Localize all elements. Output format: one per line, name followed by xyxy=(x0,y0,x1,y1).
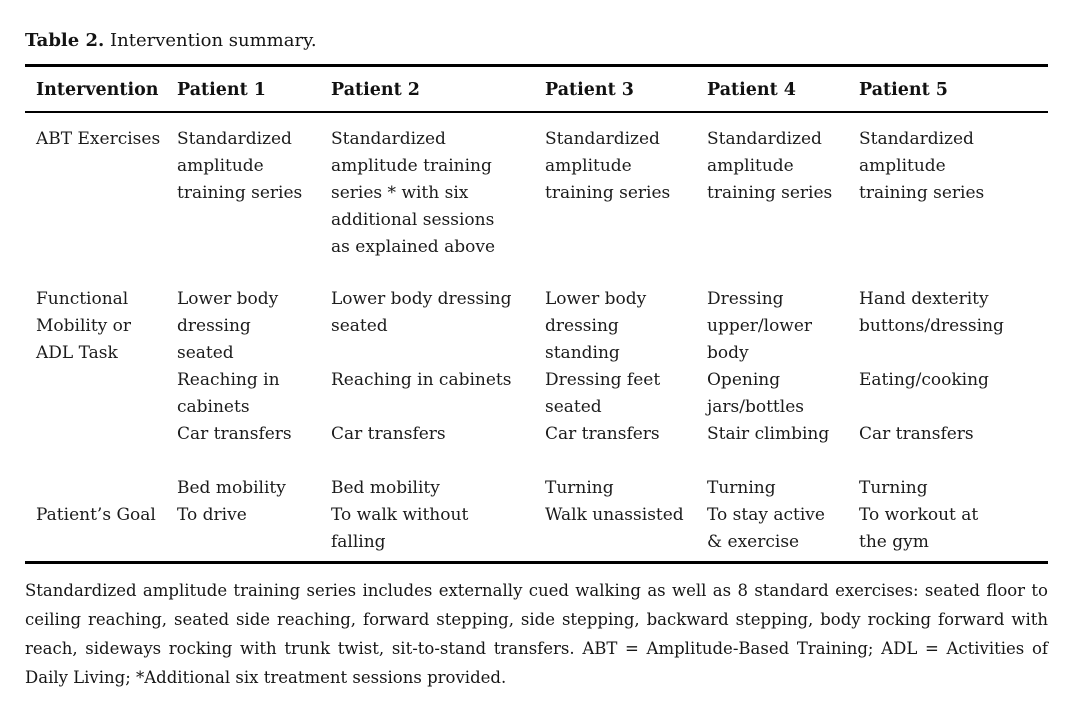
cell-task3-patient-2: Car transfers xyxy=(331,424,446,444)
cell-task4-patient-1: Bed mobility xyxy=(177,478,286,498)
col-header-patient-4: Patient 4 xyxy=(707,65,859,113)
cell-task4-patient-3: Turning xyxy=(545,478,614,498)
cell-task2-patient-4: Opening jars/bottles xyxy=(707,370,804,417)
row-label-patients-goal: Patient’s Goal xyxy=(36,505,156,525)
intervention-summary-table: Intervention Patient 1 Patient 2 Patient… xyxy=(25,64,1048,564)
table-footnote: Standardized amplitude training series i… xyxy=(25,580,1048,687)
cell-abt-patient-2: Standardized amplitude training series *… xyxy=(331,129,496,257)
cell-task3-patient-4: Stair climbing xyxy=(707,424,830,444)
row-functional-task-4: Bed mobility Bed mobility Turning Turnin… xyxy=(25,475,1048,502)
col-header-patient-1: Patient 1 xyxy=(177,65,331,113)
row-functional-task-1: Functional Mobility or ADL Task Lower bo… xyxy=(25,286,1048,367)
cell-task4-patient-4: Turning xyxy=(707,478,776,498)
cell-task1-patient-3: Lower body dressing standing xyxy=(545,289,647,363)
row-functional-task-3: Car transfers Car transfers Car transfer… xyxy=(25,421,1048,475)
caption-text: Intervention summary. xyxy=(110,30,317,51)
caption-label: Table 2. xyxy=(25,30,105,51)
table-caption: Table 2. Intervention summary. xyxy=(25,30,1048,51)
row-label-spacer xyxy=(25,421,177,475)
cell-abt-patient-1: Standardized amplitude training series xyxy=(177,129,303,203)
row-label-abt-exercises: ABT Exercises xyxy=(36,129,161,149)
row-label-spacer xyxy=(25,475,177,502)
cell-abt-patient-4: Standardized amplitude training series xyxy=(707,129,833,203)
col-header-patient-5: Patient 5 xyxy=(859,65,1048,113)
cell-goal-patient-2: To walk without falling xyxy=(331,505,469,552)
col-header-patient-3: Patient 3 xyxy=(545,65,707,113)
cell-task3-patient-5: Car transfers xyxy=(859,424,974,444)
row-label-spacer xyxy=(25,367,177,421)
col-header-patient-2: Patient 2 xyxy=(331,65,545,113)
col-header-intervention: Intervention xyxy=(25,65,177,113)
cell-task4-patient-5: Turning xyxy=(859,478,928,498)
cell-task2-patient-5: Eating/cooking xyxy=(859,370,989,390)
cell-goal-patient-3: Walk unassisted xyxy=(545,505,684,525)
header-row: Intervention Patient 1 Patient 2 Patient… xyxy=(25,65,1048,113)
row-label-functional-mobility: Functional Mobility or ADL Task xyxy=(36,289,132,363)
cell-goal-patient-5: To workout at the gym xyxy=(859,505,979,552)
cell-task2-patient-3: Dressing feet seated xyxy=(545,370,661,417)
cell-task1-patient-5: Hand dexterity buttons/dressing xyxy=(859,289,1004,336)
cell-task2-patient-2: Reaching in cabinets xyxy=(331,370,512,390)
cell-task1-patient-4: Dressing upper/lower body xyxy=(707,289,813,363)
cell-task1-patient-1: Lower body dressing seated xyxy=(177,289,279,363)
row-patients-goal: Patient’s Goal To drive To walk without … xyxy=(25,502,1048,562)
cell-task2-patient-1: Reaching in cabinets xyxy=(177,370,280,417)
cell-goal-patient-4: To stay active & exercise xyxy=(707,505,825,552)
table-block: Table 2. Intervention summary. Intervent… xyxy=(25,30,1048,687)
cell-task3-patient-1: Car transfers xyxy=(177,424,292,444)
row-functional-task-2: Reaching in cabinets Reaching in cabinet… xyxy=(25,367,1048,421)
cell-task3-patient-3: Car transfers xyxy=(545,424,660,444)
cell-abt-patient-3: Standardized amplitude training series xyxy=(545,129,671,203)
cell-goal-patient-1: To drive xyxy=(177,505,247,525)
cell-abt-patient-5: Standardized amplitude training series xyxy=(859,129,985,203)
cell-task4-patient-2: Bed mobility xyxy=(331,478,440,498)
cell-task1-patient-2: Lower body dressing seated xyxy=(331,289,512,336)
row-abt-exercises: ABT Exercises Standardized amplitude tra… xyxy=(25,112,1048,286)
